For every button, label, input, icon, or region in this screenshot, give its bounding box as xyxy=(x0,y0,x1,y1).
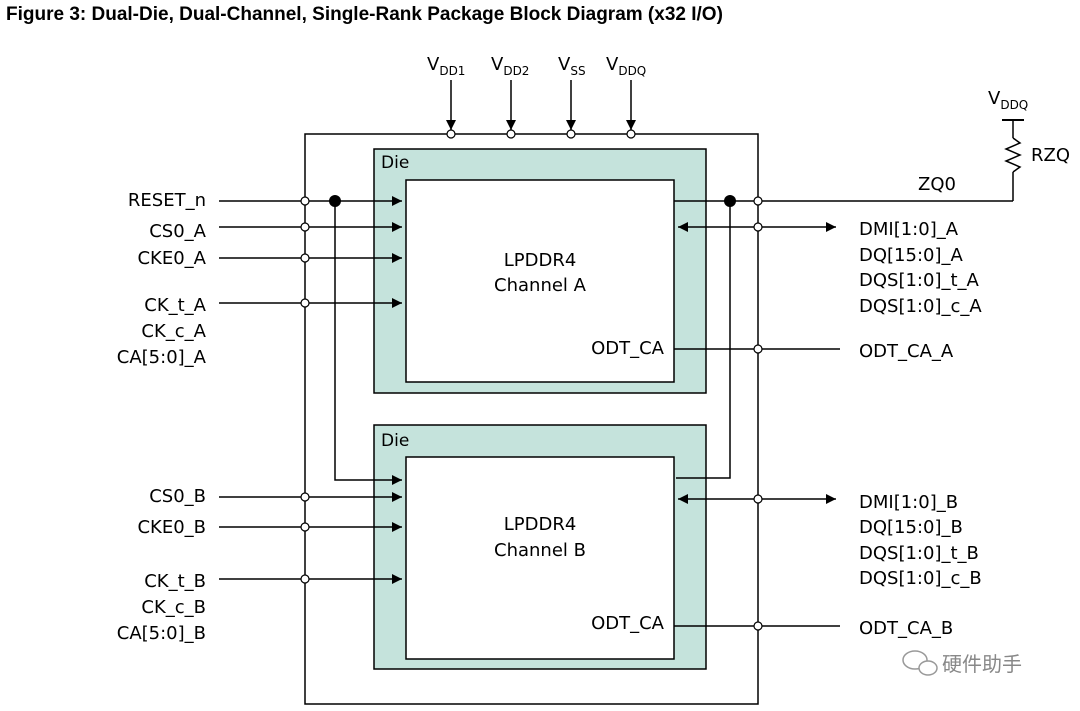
svg-text:CK_t_A: CK_t_A xyxy=(144,295,206,316)
odt-ca-a-line: ODT_CA_A xyxy=(674,341,954,362)
svg-text:DQS[1:0]_c_B: DQS[1:0]_c_B xyxy=(859,568,982,589)
signal-ck-ca-b: CK_t_B CK_c_B CA[5:0]_B xyxy=(117,571,402,644)
svg-text:RESET_n: RESET_n xyxy=(128,190,206,211)
svg-text:DQS[1:0]_t_B: DQS[1:0]_t_B xyxy=(859,543,979,564)
svg-text:CA[5:0]_B: CA[5:0]_B xyxy=(117,623,206,644)
svg-text:CS0_B: CS0_B xyxy=(149,486,206,507)
svg-text:VDDQ: VDDQ xyxy=(606,54,646,78)
svg-text:VDD2: VDD2 xyxy=(491,54,529,78)
wechat-icon xyxy=(902,650,938,676)
supply-pin-vdd1: VDD1 xyxy=(427,54,465,139)
svg-text:DQ[15:0]_A: DQ[15:0]_A xyxy=(859,245,963,266)
die-a-label: Die xyxy=(381,153,409,173)
rzq-label: RZQ xyxy=(1031,145,1070,166)
svg-text:CA[5:0]_A: CA[5:0]_A xyxy=(117,347,207,368)
svg-text:CK_c_A: CK_c_A xyxy=(141,321,206,342)
watermark: 硬件助手 xyxy=(902,650,1022,676)
signal-reset-n: RESET_n xyxy=(128,190,402,211)
chip-a-channel: Channel A xyxy=(494,275,587,296)
supply-pin-vdd2: VDD2 xyxy=(491,54,529,139)
svg-text:VDD1: VDD1 xyxy=(427,54,465,78)
figure-title: Figure 3: Dual-Die, Dual-Channel, Single… xyxy=(6,4,723,25)
svg-text:DMI[1:0]_A: DMI[1:0]_A xyxy=(859,219,959,240)
resistor-icon xyxy=(1004,137,1022,173)
chip-b-channel: Channel B xyxy=(494,540,586,561)
package-outline xyxy=(304,133,759,705)
svg-text:DMI[1:0]_B: DMI[1:0]_B xyxy=(859,492,958,513)
zq-shared-bus xyxy=(676,195,736,479)
svg-text:CS0_A: CS0_A xyxy=(149,221,206,242)
svg-text:CKE0_A: CKE0_A xyxy=(137,248,206,269)
svg-text:CK_t_B: CK_t_B xyxy=(144,571,206,592)
odt-ca-b-line: ODT_CA_B xyxy=(674,618,953,639)
svg-text:DQS[1:0]_t_A: DQS[1:0]_t_A xyxy=(859,270,980,291)
svg-text:VSS: VSS xyxy=(558,54,586,78)
supply-pin-vddq: VDDQ xyxy=(606,54,646,139)
dq-bus-a: DMI[1:0]_A DQ[15:0]_A DQS[1:0]_t_A DQS[1… xyxy=(678,219,982,317)
die-b-label: Die xyxy=(381,431,409,451)
watermark-text: 硬件助手 xyxy=(942,652,1022,676)
svg-text:ODT_CA_A: ODT_CA_A xyxy=(859,341,954,362)
signal-cs0-a: CS0_A xyxy=(149,221,402,242)
svg-text:CK_c_B: CK_c_B xyxy=(141,597,206,618)
chip-a-name: LPDDR4 xyxy=(504,250,577,271)
chip-a-box xyxy=(405,179,675,383)
signal-cs0-b: CS0_B xyxy=(149,486,402,507)
chip-a-odt-pin: ODT_CA xyxy=(591,338,665,359)
zq-supply-label: VDDQ xyxy=(988,88,1028,112)
svg-text:DQS[1:0]_c_A: DQS[1:0]_c_A xyxy=(859,296,982,317)
chip-b-odt-pin: ODT_CA xyxy=(591,613,665,634)
zq-net-label: ZQ0 xyxy=(918,174,956,195)
chip-b-name: LPDDR4 xyxy=(504,514,577,535)
svg-text:DQ[15:0]_B: DQ[15:0]_B xyxy=(859,517,963,538)
signal-ck-ca-a: CK_t_A CK_c_A CA[5:0]_A xyxy=(117,295,402,368)
svg-text:ODT_CA_B: ODT_CA_B xyxy=(859,618,953,639)
zq-resistor-network: VDDQ RZQ ZQ0 xyxy=(674,88,1070,206)
signal-cke0-b: CKE0_B xyxy=(137,517,402,538)
svg-text:CKE0_B: CKE0_B xyxy=(137,517,206,538)
chip-b-box xyxy=(405,456,675,660)
signal-cke0-a: CKE0_A xyxy=(137,248,402,269)
dq-bus-b: DMI[1:0]_B DQ[15:0]_B DQS[1:0]_t_B DQS[1… xyxy=(678,492,982,589)
supply-pin-vss: VSS xyxy=(558,54,586,139)
